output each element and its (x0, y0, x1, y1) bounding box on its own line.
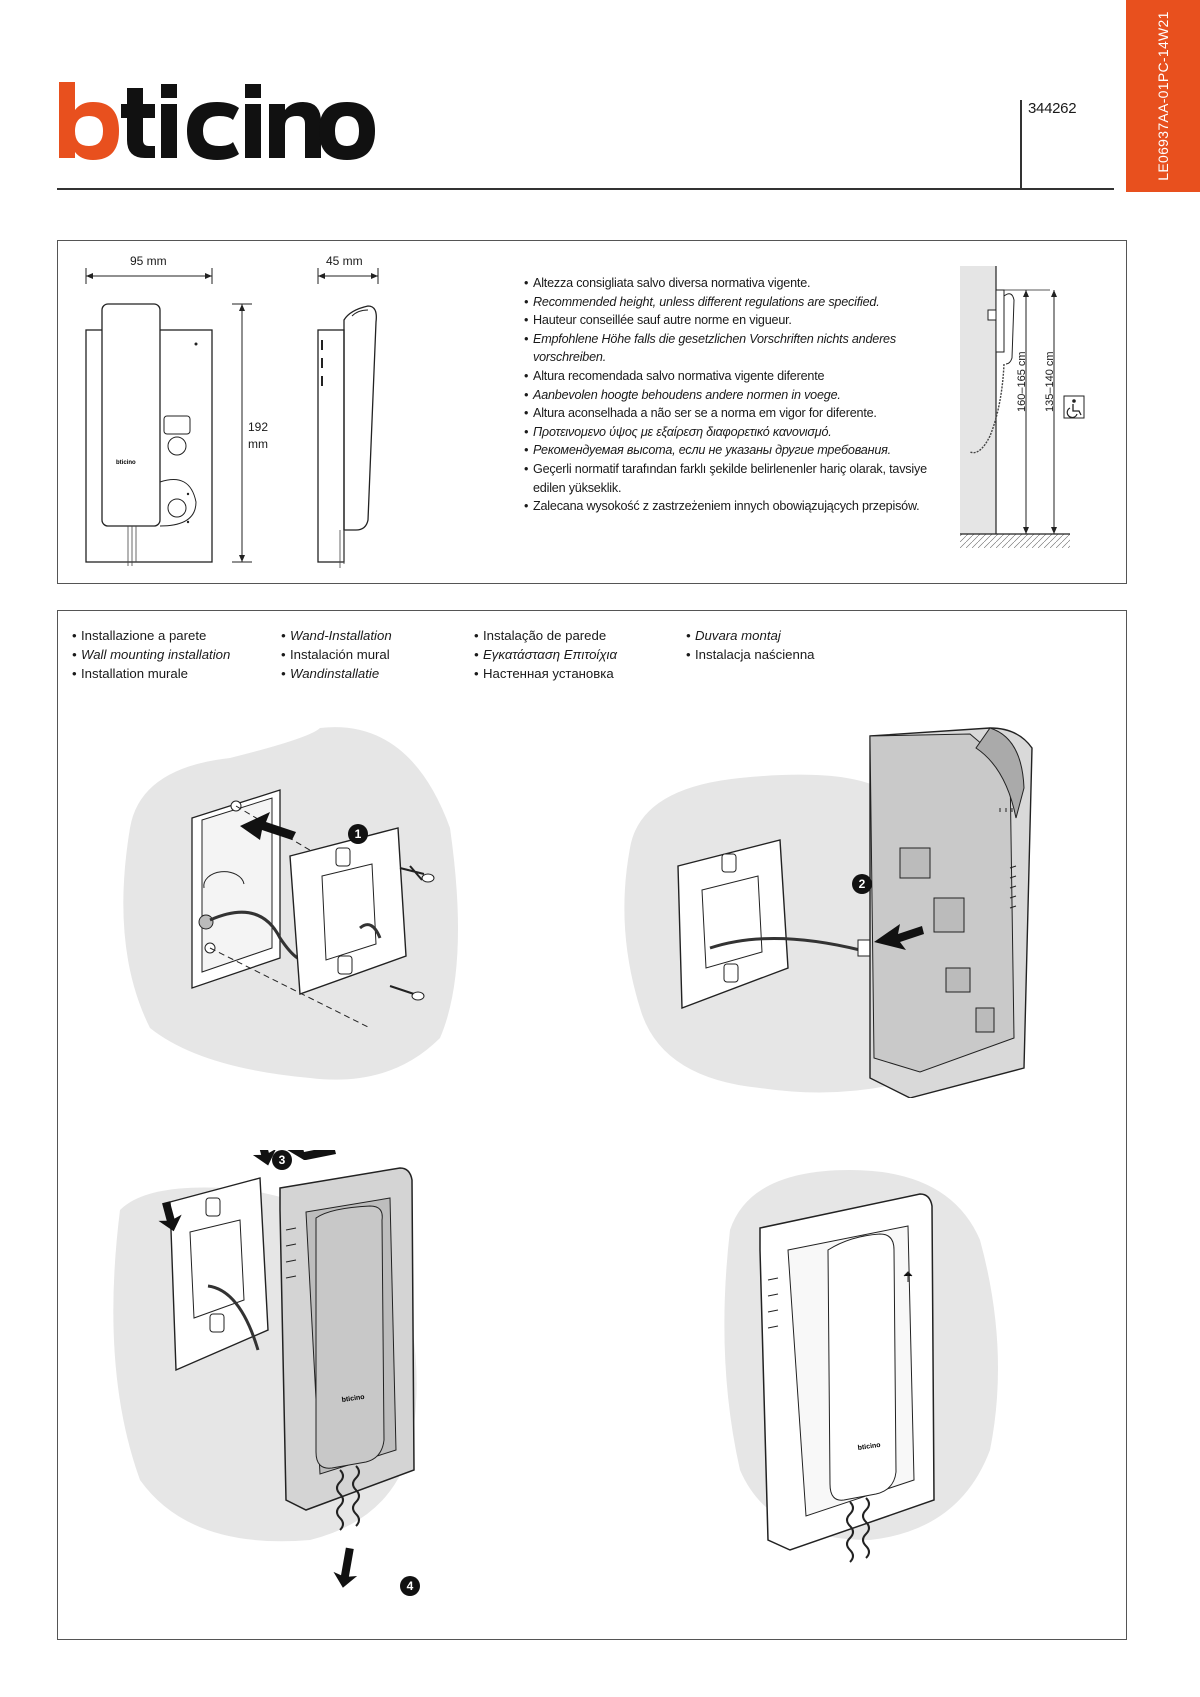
install-title-de: Wand-Installation (281, 626, 392, 645)
width-dimension: 95 mm (130, 254, 167, 268)
step-1-badge: 1 (348, 824, 368, 844)
install-title-col-2: Wand-Installation Instalación mural Wand… (281, 626, 392, 683)
install-title-it: Installazione a parete (72, 626, 230, 645)
height-note-ru: Рекомендуемая высота, если не указаны др… (524, 441, 944, 460)
height-note-fr: Hauteur conseillée sauf autre norme en v… (524, 311, 944, 330)
product-code: 344262 (1028, 100, 1077, 117)
install-title-es: Instalación mural (281, 645, 392, 664)
height-note-pt: Altura aconselhada a não ser se a norma … (524, 404, 944, 423)
height-dimension-unit: mm (248, 437, 268, 451)
step-4-badge: 4 (400, 1576, 420, 1596)
install-title-col-4: Duvara montaj Instalacja naścienna (686, 626, 815, 664)
install-title-pt: Instalação de parede (474, 626, 617, 645)
svg-text:bticino: bticino (341, 1394, 365, 1404)
dimensions-panel (57, 240, 1127, 584)
install-title-el: Εγκατάσταση Επιτοίχια (474, 645, 617, 664)
height-dimension-value: 192 (247, 420, 269, 434)
front-view-drawing: bticino (85, 268, 252, 566)
height-note-pl: Zalecana wysokość z zastrzeżeniem innych… (524, 497, 944, 516)
height-note-es: Altura recomendada salvo normativa vigen… (524, 367, 944, 386)
install-title-pl: Instalacja naścienna (686, 645, 815, 664)
installation-panel (57, 610, 1127, 1640)
install-title-fr: Installation murale (72, 664, 230, 683)
install-title-col-3: Instalação de parede Εγκατάσταση Επιτοίχ… (474, 626, 617, 683)
height-note-tr: Geçerli normatif tarafından farklı şekil… (524, 460, 944, 497)
mounting-height-drawing (960, 266, 1085, 548)
mounting-range-a: 160–165 cm (1016, 351, 1028, 412)
step-1-illustration (123, 727, 459, 1080)
height-note-nl: Aanbevolen hoogte behoudens andere norme… (524, 386, 944, 405)
height-note-en: Recommended height, unless different reg… (524, 293, 944, 312)
height-note-de: Empfohlene Höhe falls die gesetzlichen V… (524, 330, 944, 367)
recommended-height-notes: Altezza consigliata salvo diversa normat… (524, 274, 944, 516)
svg-text:bticino: bticino (116, 460, 136, 466)
bticino-logo (59, 82, 375, 160)
mounting-range-b: 135–140 cm (1044, 351, 1056, 412)
step-2-illustration (624, 727, 1033, 1098)
install-title-ru: Настенная установка (474, 664, 617, 683)
svg-text:bticino: bticino (857, 1442, 881, 1452)
installed-device-illustration: bticino (724, 1170, 998, 1563)
product-code-rule (1020, 100, 1022, 188)
document-code: LE06937AA-01PC-14W21 (1155, 11, 1171, 181)
depth-dimension: 45 mm (326, 254, 363, 268)
install-title-en: Wall mounting installation (72, 645, 230, 664)
install-title-tr: Duvara montaj (686, 626, 815, 645)
step-2-badge: 2 (852, 874, 872, 894)
document-code-tab: LE06937AA-01PC-14W21 (1126, 0, 1200, 192)
wheelchair-icon (1063, 395, 1085, 419)
height-note-it: Altezza consigliata salvo diversa normat… (524, 274, 944, 293)
install-title-nl: Wandinstallatie (281, 664, 392, 683)
header-rule (57, 188, 1114, 190)
height-note-el: Προτεινομενο ύψος με εξαίρεση διαφορετικ… (524, 423, 944, 442)
step-3-badge: 3 (272, 1150, 292, 1170)
install-title-col-1: Installazione a parete Wall mounting ins… (72, 626, 230, 683)
side-view-drawing (317, 268, 379, 568)
step-3-4-illustration: bticino (113, 1150, 417, 1588)
